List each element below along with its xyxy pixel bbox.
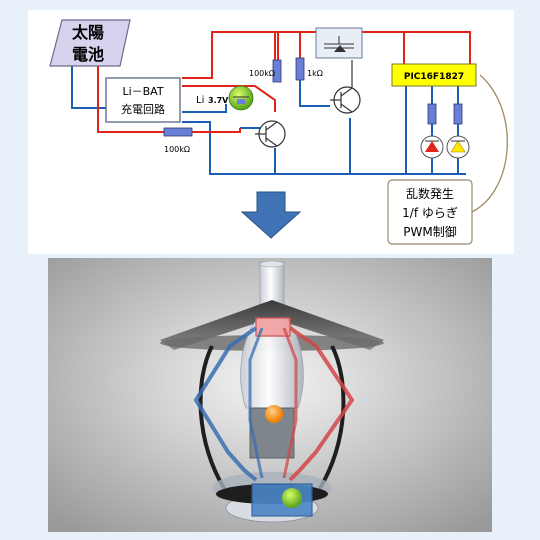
resistor-r1: 100kΩ [249,59,282,83]
transistor-q1 [330,60,361,114]
battery-label-prefix: Li [196,95,204,106]
led-resistor-yellow [453,103,463,125]
led-red-icon [425,141,439,152]
ground-wires [71,66,466,175]
led-resistor-red [427,103,437,125]
solar-cell-label-line2: 電池 [72,45,104,64]
callout-line1: 乱数発生 [406,186,454,201]
green-battery-ball [282,488,302,508]
solar-cell-label-line1: 太陽 [71,23,104,42]
resistor-r2-label: 1kΩ [307,69,323,78]
mcu-pic16f1827: PIC16F1827 [391,63,477,87]
charger-block: Li－BAT 充電回路 [105,77,181,123]
battery-icon [228,85,254,111]
resistor-r2: 1kΩ [295,57,323,81]
solar-cell: 太陽 電池 [49,19,131,67]
mcu-label: PIC16F1827 [404,72,464,82]
callout-line3: PWM制御 [403,224,456,239]
battery-voltage: 3.7V [208,96,229,105]
charger-label-line2: 充電回路 [121,102,165,116]
charger-label-line1: Li－BAT [122,85,163,98]
battery: Li 3.7V [196,85,254,111]
transistor-q2 [255,120,286,148]
led-yellow [446,135,470,159]
led-yellow-icon [450,140,466,153]
resistor-r1-label: 100kΩ [249,69,275,78]
callout-line2: 1/f ゆらぎ [402,206,458,220]
mosfet [315,27,363,59]
resistor-r3-label: 100kΩ [164,145,190,154]
callout-box: 乱数発生 1/f ゆらぎ PWM制御 [387,179,473,245]
battery-box [251,483,313,517]
down-arrow-icon [240,191,302,239]
resistor-r3: 100kΩ [163,127,193,154]
orange-led [265,405,283,423]
callout-connector [471,74,508,213]
lamp-photo [48,258,492,532]
led-red [420,135,444,159]
